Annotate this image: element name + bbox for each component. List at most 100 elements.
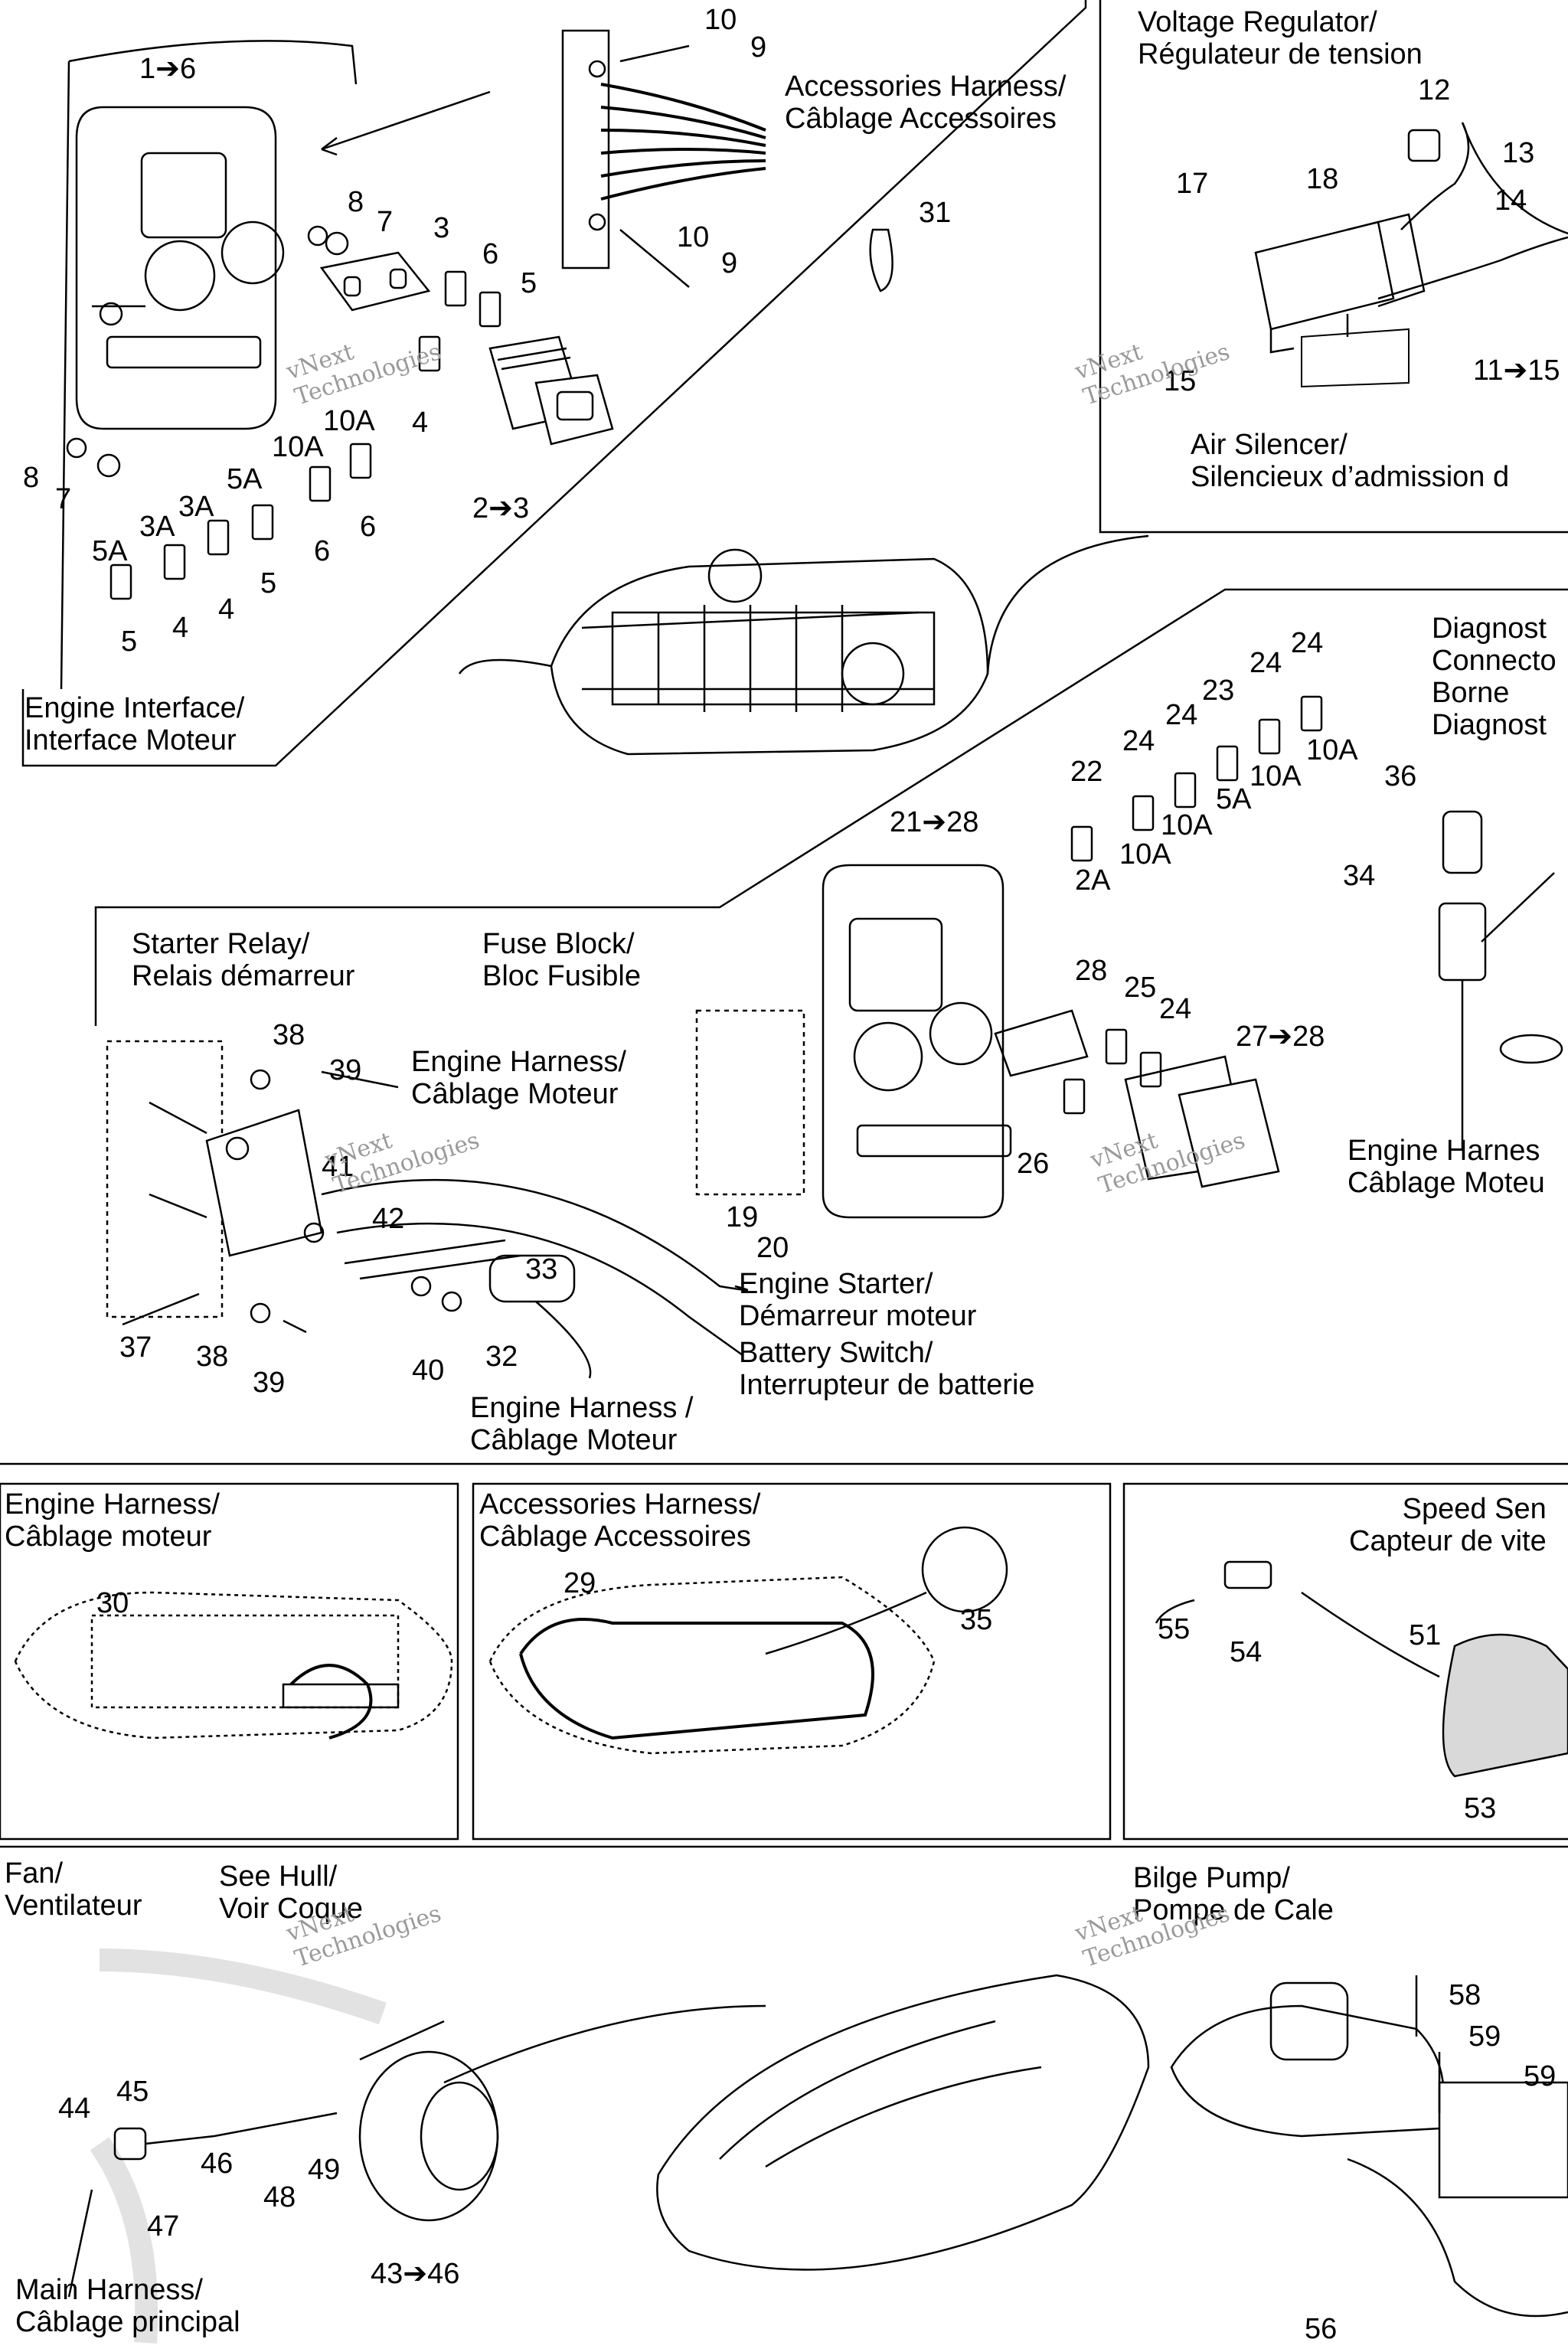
fan-assembly: [67, 1949, 499, 2344]
callout-5A-2: 5A: [92, 535, 128, 567]
speed-sensor: [1155, 1560, 1568, 1778]
callout-59b: 59: [1524, 2060, 1557, 2092]
callout-42: 42: [372, 1203, 405, 1235]
engine-interface-title: Engine Interface/ Interface Moteur: [24, 692, 245, 756]
callout-33: 33: [525, 1253, 558, 1285]
callout-3: 3: [433, 212, 450, 244]
callout-4c: 4: [412, 407, 429, 439]
fuse-block-label: Fuse Block/ Bloc Fusible: [482, 928, 641, 992]
callout-15: 15: [1164, 365, 1197, 397]
starter-relay: [106, 1040, 399, 1318]
battery-switch-label: Battery Switch/ Interrupteur de batterie: [739, 1337, 1035, 1401]
engine-harness-hull: [14, 1591, 453, 1740]
callout-7b: 7: [377, 206, 394, 238]
accessories-harness-hull: [488, 1526, 1008, 1755]
callout-24c: 24: [1250, 647, 1282, 679]
callout-10A-2: 10A: [272, 431, 324, 463]
callout-39a: 39: [329, 1054, 362, 1086]
callout-18: 18: [1306, 163, 1339, 195]
callout-55: 55: [1158, 1613, 1191, 1645]
bilge-pump: [1170, 1975, 1568, 2318]
callout-29: 29: [564, 1567, 596, 1599]
callout-24b: 24: [1165, 699, 1198, 731]
callout-10A-1: 10A: [323, 405, 375, 437]
engine-harness-label-2: Engine Harness / Câblage Moteur: [470, 1392, 694, 1456]
callout-45: 45: [116, 2076, 149, 2108]
diagnostic-connector-label: Diagnost Connecto Borne Diagnost: [1432, 612, 1557, 741]
callout-23: 23: [1202, 675, 1235, 707]
callout-22: 22: [1070, 756, 1103, 788]
see-hull-label: See Hull/ Voir Coque: [219, 1860, 364, 1925]
callout-24e: 24: [1159, 993, 1192, 1025]
callout-5a: 5: [121, 626, 138, 658]
callout-5A-3: 5A: [1216, 783, 1252, 815]
engine-interface-fuse-block: [60, 40, 358, 690]
callout-47: 47: [147, 2210, 180, 2243]
callout-38a: 38: [273, 1019, 305, 1051]
accessories-inset-border: [472, 1482, 1112, 1841]
callout-14: 14: [1494, 185, 1527, 217]
callout-5c: 5: [521, 267, 537, 299]
callout-6c: 6: [482, 238, 499, 270]
engine-harness-label: Engine Harness/ Câblage Moteur: [411, 1046, 626, 1110]
callout-24d: 24: [1291, 627, 1324, 659]
callout-19: 19: [726, 1201, 759, 1233]
callout-26: 26: [1017, 1148, 1050, 1180]
fuse-block-border: [94, 588, 1568, 1026]
engine-starter-label: Engine Starter/ Démarreur moteur: [739, 1268, 977, 1332]
callout-37: 37: [119, 1331, 152, 1364]
callout-36: 36: [1384, 760, 1417, 792]
callout-2A: 2A: [1075, 864, 1111, 897]
callout-41: 41: [322, 1151, 354, 1183]
fan-title: Fan/ Ventilateur: [5, 1857, 142, 1922]
callout-4b: 4: [218, 593, 235, 626]
accessories-inset-title: Accessories Harness/ Câblage Accessoires: [479, 1488, 761, 1553]
callout-5b: 5: [260, 567, 277, 599]
callout-58: 58: [1449, 1979, 1481, 2011]
callout-5A-1: 5A: [227, 463, 263, 495]
starter-relay-label: Starter Relay/ Relais démarreur: [132, 928, 355, 992]
callout-53: 53: [1464, 1792, 1497, 1824]
callout-30: 30: [96, 1587, 129, 1619]
bilge-pump-title: Bilge Pump/ Pompe de Cale: [1133, 1862, 1334, 1926]
callout-27-28: 27➔28: [1236, 1021, 1325, 1053]
callout-39b: 39: [253, 1367, 286, 1399]
callout-49: 49: [308, 2154, 341, 2186]
air-silencer-label: Air Silencer/ Silencieux d’admission d: [1191, 429, 1510, 493]
callout-38b: 38: [196, 1341, 229, 1373]
callout-35: 35: [960, 1604, 993, 1636]
callout-43-46: 43➔46: [371, 2258, 460, 2290]
callout-3A-2: 3A: [139, 511, 175, 543]
callout-51: 51: [1409, 1619, 1442, 1651]
callout-48: 48: [263, 2181, 296, 2213]
engine-harness-inset-border: [0, 1482, 459, 1841]
callout-34: 34: [1343, 860, 1376, 892]
callout-10A-3: 10A: [1119, 838, 1171, 871]
callout-2-3: 2➔3: [472, 492, 530, 524]
callout-24a: 24: [1122, 725, 1155, 757]
callout-10b: 10: [677, 221, 710, 253]
boat-hull: [443, 1974, 1150, 2271]
callout-32: 32: [485, 1341, 518, 1373]
callout-20: 20: [756, 1232, 789, 1264]
callout-31: 31: [919, 197, 952, 229]
engine-harness-right-label: Engine Harnes Câblage Moteu: [1348, 1135, 1545, 1199]
callout-7a: 7: [55, 483, 72, 515]
callout-21-28: 21➔28: [890, 806, 979, 838]
speed-sensor-border: [1122, 1482, 1568, 1841]
callout-54: 54: [1230, 1636, 1263, 1668]
callout-8b: 8: [348, 186, 364, 218]
callout-9a: 9: [750, 31, 767, 64]
voltage-regulator: [1254, 122, 1568, 388]
main-harness-label: Main Harness/ Câblage principal: [15, 2274, 240, 2338]
callout-6b: 6: [360, 511, 377, 543]
fuse-block-main: [695, 864, 1012, 1219]
callout-4a: 4: [172, 612, 189, 644]
callout-59a: 59: [1468, 2020, 1501, 2053]
callout-40: 40: [412, 1354, 445, 1387]
callout-56: 56: [1305, 2313, 1338, 2345]
voltage-regulator-title: Voltage Regulator/ Régulateur de tension: [1138, 6, 1423, 70]
callout-46: 46: [201, 2148, 234, 2180]
callout-8a: 8: [23, 462, 40, 494]
